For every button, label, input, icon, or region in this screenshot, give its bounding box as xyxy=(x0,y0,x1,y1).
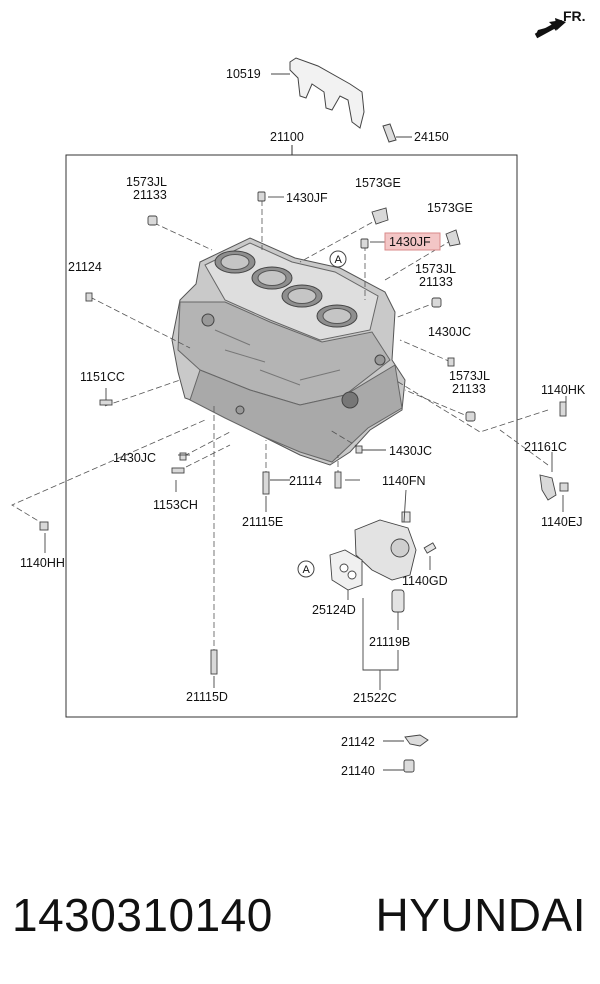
sensor-parts xyxy=(403,734,429,773)
dowel-24150 xyxy=(382,123,397,143)
label-1573JL-a: 1573JL xyxy=(126,175,167,189)
label-21133-c: 21133 xyxy=(452,382,486,396)
label-1573JL-b: 1573JL xyxy=(415,262,456,276)
brand-name: HYUNDAI xyxy=(375,889,586,941)
label-1140HK: 1140HK xyxy=(541,383,586,397)
label-21142: 21142 xyxy=(341,735,375,749)
filter-leaders xyxy=(347,489,431,690)
label-1573JL-c: 1573JL xyxy=(449,369,490,383)
label-21133-a: 21133 xyxy=(133,188,167,202)
ref-circle-a1 xyxy=(329,250,347,268)
label-1151CC: 1151CC xyxy=(80,370,125,384)
front-direction-arrow-icon xyxy=(534,18,566,39)
label-1140HH: 1140HH xyxy=(20,556,65,570)
label-1153CH: 1153CH xyxy=(153,498,198,512)
label-1573GE-b: 1573GE xyxy=(427,201,473,215)
label-21133-b: 21133 xyxy=(419,275,453,289)
label-1430JF-highlighted[interactable]: 1430JF xyxy=(389,235,431,249)
cylinder-block xyxy=(171,237,406,466)
label-1140EJ: 1140EJ xyxy=(541,515,582,529)
label-1430JC-a: 1430JC xyxy=(428,325,471,339)
label-21115D: 21115D xyxy=(186,690,228,704)
label-21161C: 21161C xyxy=(524,440,567,454)
ref-a2-label: A xyxy=(303,564,311,576)
front-label: FR. xyxy=(563,8,586,24)
label-21140: 21140 xyxy=(341,764,375,778)
label-1430JC-c: 1430JC xyxy=(389,444,432,458)
label-leaders xyxy=(44,196,567,688)
label-1140GD: 1140GD xyxy=(402,574,448,588)
baffle-10519 xyxy=(289,57,365,129)
label-21115E: 21115E xyxy=(242,515,283,529)
label-25124D: 25124D xyxy=(312,603,356,617)
label-10519: 10519 xyxy=(226,67,261,81)
small-parts xyxy=(39,191,569,675)
highlight-1430JF xyxy=(384,232,441,251)
label-21119B: 21119B xyxy=(369,635,410,649)
label-21114: 21114 xyxy=(289,474,322,488)
dashed-leaders xyxy=(11,200,549,655)
label-24150: 24150 xyxy=(414,130,449,144)
label-21124: 21124 xyxy=(68,260,102,274)
parts-diagram: FR. 21100 10519 24150 xyxy=(11,8,586,778)
label-1430JC-b: 1430JC xyxy=(113,451,156,465)
label-1573GE-a: 1573GE xyxy=(355,176,401,190)
assembly-frame xyxy=(65,145,518,718)
oil-filter-housing xyxy=(329,511,437,613)
label-21522C: 21522C xyxy=(353,691,397,705)
label-1140FN: 1140FN xyxy=(382,474,426,488)
label-21100: 21100 xyxy=(270,130,304,144)
footer-bar: 1430310140 HYUNDAI xyxy=(0,880,600,950)
label-1430JF-a: 1430JF xyxy=(286,191,328,205)
part-number: 1430310140 xyxy=(12,889,273,941)
ref-circle-a2 xyxy=(297,560,315,578)
ref-a1-label: A xyxy=(335,254,343,266)
